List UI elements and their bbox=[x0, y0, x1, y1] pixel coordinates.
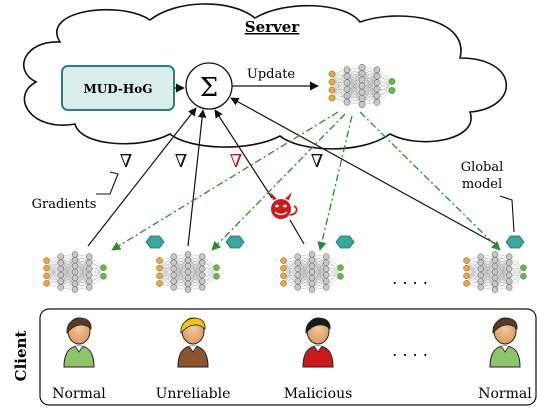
gradient-symbol-1: ∇ bbox=[120, 151, 133, 172]
gradient-arrow-client-3-tail bbox=[289, 219, 305, 245]
global-model-label-line2: model bbox=[462, 177, 502, 192]
broadcast-arrow-client-2 bbox=[211, 113, 346, 251]
global-model-bracket bbox=[499, 195, 515, 233]
client-avatar-normal-2 bbox=[489, 317, 521, 368]
model-badge-client-3 bbox=[335, 235, 355, 249]
client-network-2 bbox=[156, 251, 220, 293]
broadcast-arrow-client-1 bbox=[111, 111, 339, 251]
global-model-label-line1: Global bbox=[461, 160, 504, 175]
gradients-bracket bbox=[96, 171, 119, 195]
broadcast-arrow-client-4 bbox=[359, 111, 501, 251]
client-label: Client bbox=[12, 331, 30, 382]
global-model-network bbox=[328, 64, 396, 108]
client-avatar-malicious bbox=[302, 317, 334, 368]
update-label: Update bbox=[247, 67, 296, 82]
gradient-arrow-client-2 bbox=[187, 109, 207, 247]
devil-icon bbox=[270, 192, 298, 219]
client-name-2: Unreliable bbox=[156, 386, 231, 402]
gradient-arrow-client-3 bbox=[214, 109, 273, 199]
client-name-3: Malicious bbox=[284, 386, 353, 402]
server-title: Server bbox=[245, 18, 301, 36]
client-network-1 bbox=[43, 251, 107, 293]
client-name-1: Normal bbox=[52, 386, 106, 402]
ellipsis-networks: . . . . bbox=[392, 269, 428, 288]
client-box bbox=[39, 308, 537, 406]
client-name-4: Normal bbox=[478, 386, 532, 402]
gradient-symbol-2: ∇ bbox=[175, 151, 188, 172]
client-network-4 bbox=[463, 251, 527, 293]
client-avatar-normal bbox=[63, 317, 95, 368]
model-badge-client-2 bbox=[225, 235, 245, 249]
model-badge-client-4 bbox=[505, 235, 525, 249]
model-badge-client-1 bbox=[145, 235, 165, 249]
ellipsis-clients: . . . . bbox=[392, 341, 428, 360]
mudhog-label: MUD-HoG bbox=[84, 82, 153, 96]
client-avatar-unreliable bbox=[177, 317, 209, 368]
sum-symbol: Σ bbox=[200, 73, 218, 103]
gradient-arrow-client-4 bbox=[230, 97, 497, 245]
gradient-arrow-client-1 bbox=[87, 107, 197, 247]
gradient-symbol-4: ∇ bbox=[311, 151, 324, 172]
client-network-3 bbox=[280, 251, 344, 293]
gradient-symbol-malicious: ∇ bbox=[230, 151, 243, 172]
server-cloud bbox=[23, 3, 508, 150]
gradients-label: Gradients bbox=[32, 197, 97, 212]
